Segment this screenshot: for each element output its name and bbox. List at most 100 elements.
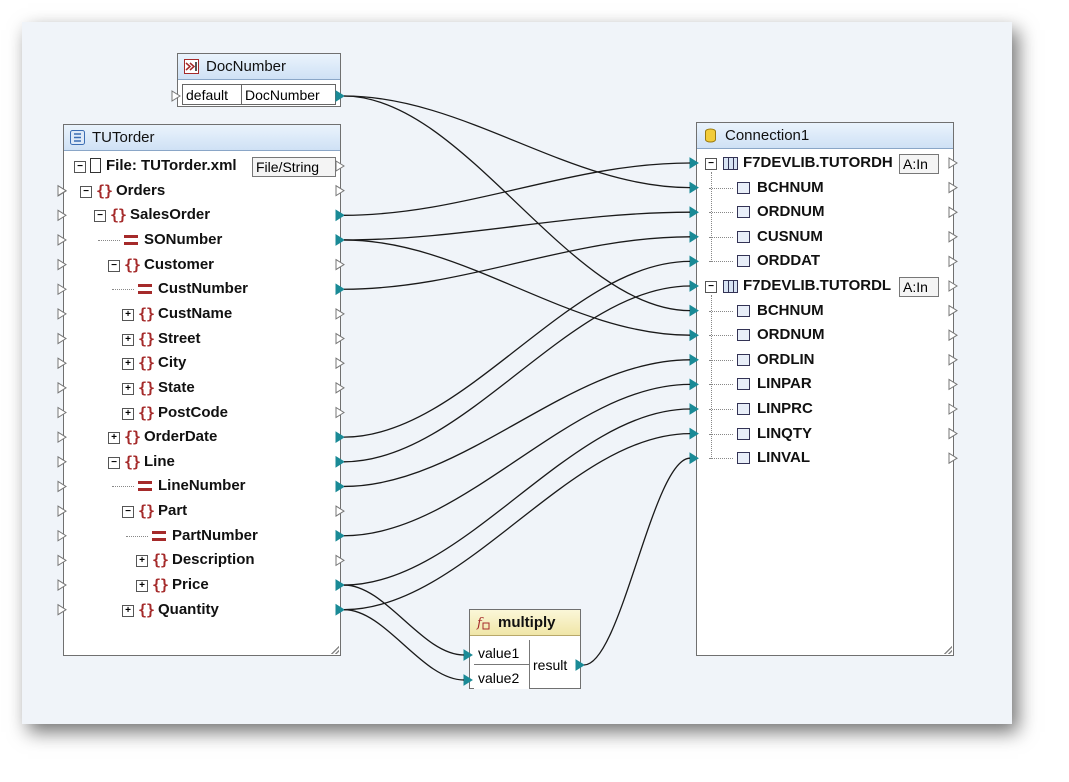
- connection-line[interactable]: [343, 211, 691, 241]
- connection-line[interactable]: [343, 609, 465, 681]
- output-connector[interactable]: [948, 403, 958, 415]
- connection-line[interactable]: [343, 408, 691, 586]
- output-connector[interactable]: [948, 427, 958, 440]
- input-connector[interactable]: [689, 452, 699, 465]
- input-connector[interactable]: [57, 184, 67, 197]
- input-connector[interactable]: [57, 234, 67, 246]
- output-connector[interactable]: [335, 480, 345, 493]
- file-row[interactable]: −File: TUTorder.xml: [66, 155, 338, 177]
- input-connector[interactable]: [689, 403, 699, 415]
- collapse-icon[interactable]: −: [94, 210, 106, 223]
- resize-handle[interactable]: [944, 646, 952, 654]
- action-mode-button[interactable]: A:In: [899, 154, 939, 174]
- output-connector[interactable]: [948, 181, 958, 194]
- input-connector[interactable]: [57, 307, 67, 320]
- source-header[interactable]: TUTorder: [64, 125, 340, 151]
- input-connector[interactable]: [57, 603, 67, 616]
- connection-line[interactable]: [343, 95, 691, 312]
- input-connector[interactable]: [463, 649, 473, 661]
- connection-line[interactable]: [343, 383, 691, 537]
- connection-line[interactable]: [343, 432, 691, 611]
- input-connector[interactable]: [57, 258, 67, 271]
- expand-icon[interactable]: +: [122, 382, 134, 395]
- connection-line[interactable]: [343, 285, 691, 463]
- connection-line[interactable]: [343, 260, 691, 438]
- target-table-tutordh[interactable]: −F7DEVLIB.TUTORDH: [701, 152, 951, 174]
- multiply-value1[interactable]: value1: [474, 643, 530, 664]
- output-connector[interactable]: [335, 160, 345, 172]
- input-connector[interactable]: [689, 304, 699, 317]
- input-connector[interactable]: [689, 353, 699, 366]
- input-connector[interactable]: [57, 381, 67, 394]
- file-string-button[interactable]: File/String: [252, 157, 336, 177]
- output-connector[interactable]: [335, 184, 345, 197]
- input-connector[interactable]: [689, 206, 699, 219]
- collapse-icon[interactable]: −: [108, 259, 120, 272]
- output-connector[interactable]: [335, 431, 345, 444]
- target-table-tutordl[interactable]: −F7DEVLIB.TUTORDL: [701, 275, 951, 297]
- input-connector[interactable]: [171, 90, 181, 102]
- expand-icon[interactable]: +: [108, 432, 120, 445]
- output-connector[interactable]: [335, 357, 345, 370]
- collapse-icon[interactable]: −: [122, 506, 134, 519]
- output-connector[interactable]: [948, 452, 958, 465]
- docnumber-default-label[interactable]: default: [182, 84, 242, 105]
- resize-handle[interactable]: [331, 646, 339, 654]
- input-connector[interactable]: [689, 378, 699, 391]
- output-connector[interactable]: [948, 230, 958, 243]
- target-header[interactable]: Connection1: [697, 123, 953, 149]
- input-connector[interactable]: [689, 181, 699, 194]
- expand-icon[interactable]: +: [122, 407, 134, 420]
- input-connector[interactable]: [57, 209, 67, 222]
- input-connector[interactable]: [689, 427, 699, 440]
- output-connector[interactable]: [948, 157, 958, 169]
- action-mode-button[interactable]: A:In: [899, 277, 939, 297]
- input-connector[interactable]: [57, 431, 67, 444]
- output-connector[interactable]: [335, 554, 345, 567]
- connection-line[interactable]: [343, 236, 691, 290]
- input-connector[interactable]: [463, 674, 473, 686]
- output-connector[interactable]: [335, 505, 345, 518]
- connection-line[interactable]: [343, 359, 691, 488]
- input-connector[interactable]: [57, 554, 67, 567]
- output-connector[interactable]: [948, 206, 958, 219]
- input-connector[interactable]: [57, 357, 67, 370]
- multiply-result[interactable]: result: [530, 655, 576, 676]
- output-connector[interactable]: [948, 255, 958, 268]
- output-connector[interactable]: [948, 280, 958, 292]
- output-connector[interactable]: [335, 209, 345, 222]
- docnumber-component[interactable]: DocNumber default DocNumber: [177, 53, 341, 107]
- connection-line[interactable]: [343, 95, 691, 189]
- input-connector[interactable]: [57, 332, 67, 345]
- input-connector[interactable]: [57, 579, 67, 591]
- output-connector[interactable]: [335, 529, 345, 542]
- collapse-icon[interactable]: −: [80, 185, 92, 198]
- input-connector[interactable]: [689, 157, 699, 169]
- output-connector[interactable]: [335, 307, 345, 320]
- output-connector[interactable]: [335, 579, 345, 591]
- collapse-icon[interactable]: −: [74, 161, 86, 173]
- output-connector[interactable]: [335, 381, 345, 394]
- multiply-function[interactable]: f multiply value1 value2 result: [469, 609, 581, 689]
- connection-line[interactable]: [343, 239, 691, 336]
- output-connector[interactable]: [335, 332, 345, 345]
- multiply-header[interactable]: f multiply: [470, 610, 580, 636]
- connection-line[interactable]: [583, 457, 691, 666]
- input-connector[interactable]: [689, 329, 699, 342]
- output-connector[interactable]: [335, 406, 345, 419]
- input-connector[interactable]: [57, 455, 67, 468]
- output-connector[interactable]: [335, 283, 345, 296]
- output-connector[interactable]: [335, 90, 345, 102]
- input-connector[interactable]: [57, 529, 67, 542]
- docnumber-header[interactable]: DocNumber: [178, 54, 340, 80]
- output-connector[interactable]: [948, 304, 958, 317]
- input-connector[interactable]: [689, 230, 699, 243]
- collapse-icon[interactable]: −: [705, 281, 717, 293]
- input-connector[interactable]: [57, 406, 67, 419]
- input-connector[interactable]: [57, 283, 67, 296]
- expand-icon[interactable]: +: [136, 555, 148, 568]
- expand-icon[interactable]: +: [122, 604, 134, 617]
- collapse-icon[interactable]: −: [108, 456, 120, 469]
- connection-line[interactable]: [343, 162, 691, 216]
- output-connector[interactable]: [335, 258, 345, 271]
